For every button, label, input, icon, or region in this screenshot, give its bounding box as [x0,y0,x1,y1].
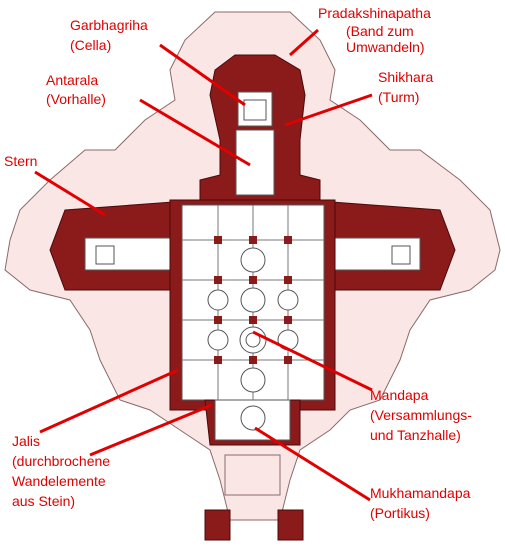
leader-antarala [139,98,251,167]
label-pradakshinapatha: Pradakshinapatha (Band zum Umwandeln) [318,5,435,55]
leader-shikhara [284,93,373,127]
label-mukhamandapa: Mukhamandapa (Portikus) [370,485,474,521]
label-stern: Stern [4,153,37,169]
leader-stern [34,170,106,217]
right-balcony-seat [391,245,411,265]
leader-jalis-b [89,403,213,457]
label-garbhagriha: Garbhagriha (Cella) [70,17,152,53]
label-jalis: Jalis (durchbrochene Wandelemente aus St… [12,433,114,509]
leader-mandapa [252,330,373,392]
entrance-right-post [277,509,304,541]
mandapa-pillars [214,236,292,364]
cella-shrine [243,99,267,121]
leader-jalis-a [39,368,179,434]
mandapa-domes [207,247,299,431]
antarala-passage [235,129,275,196]
entrance-left-post [204,509,231,541]
label-shikhara: Shikhara (Turm) [378,69,437,105]
entrance-steps [224,454,281,496]
label-mandapa: Mandapa (Versammlungs- und Tanzhalle) [370,387,476,443]
leader-garbhagriha [159,43,246,107]
leader-pradakshinapatha [289,28,319,57]
label-antarala: Antarala (Vorhalle) [46,72,106,107]
leader-mukhamandapa [254,426,371,502]
left-balcony-seat [95,245,115,265]
